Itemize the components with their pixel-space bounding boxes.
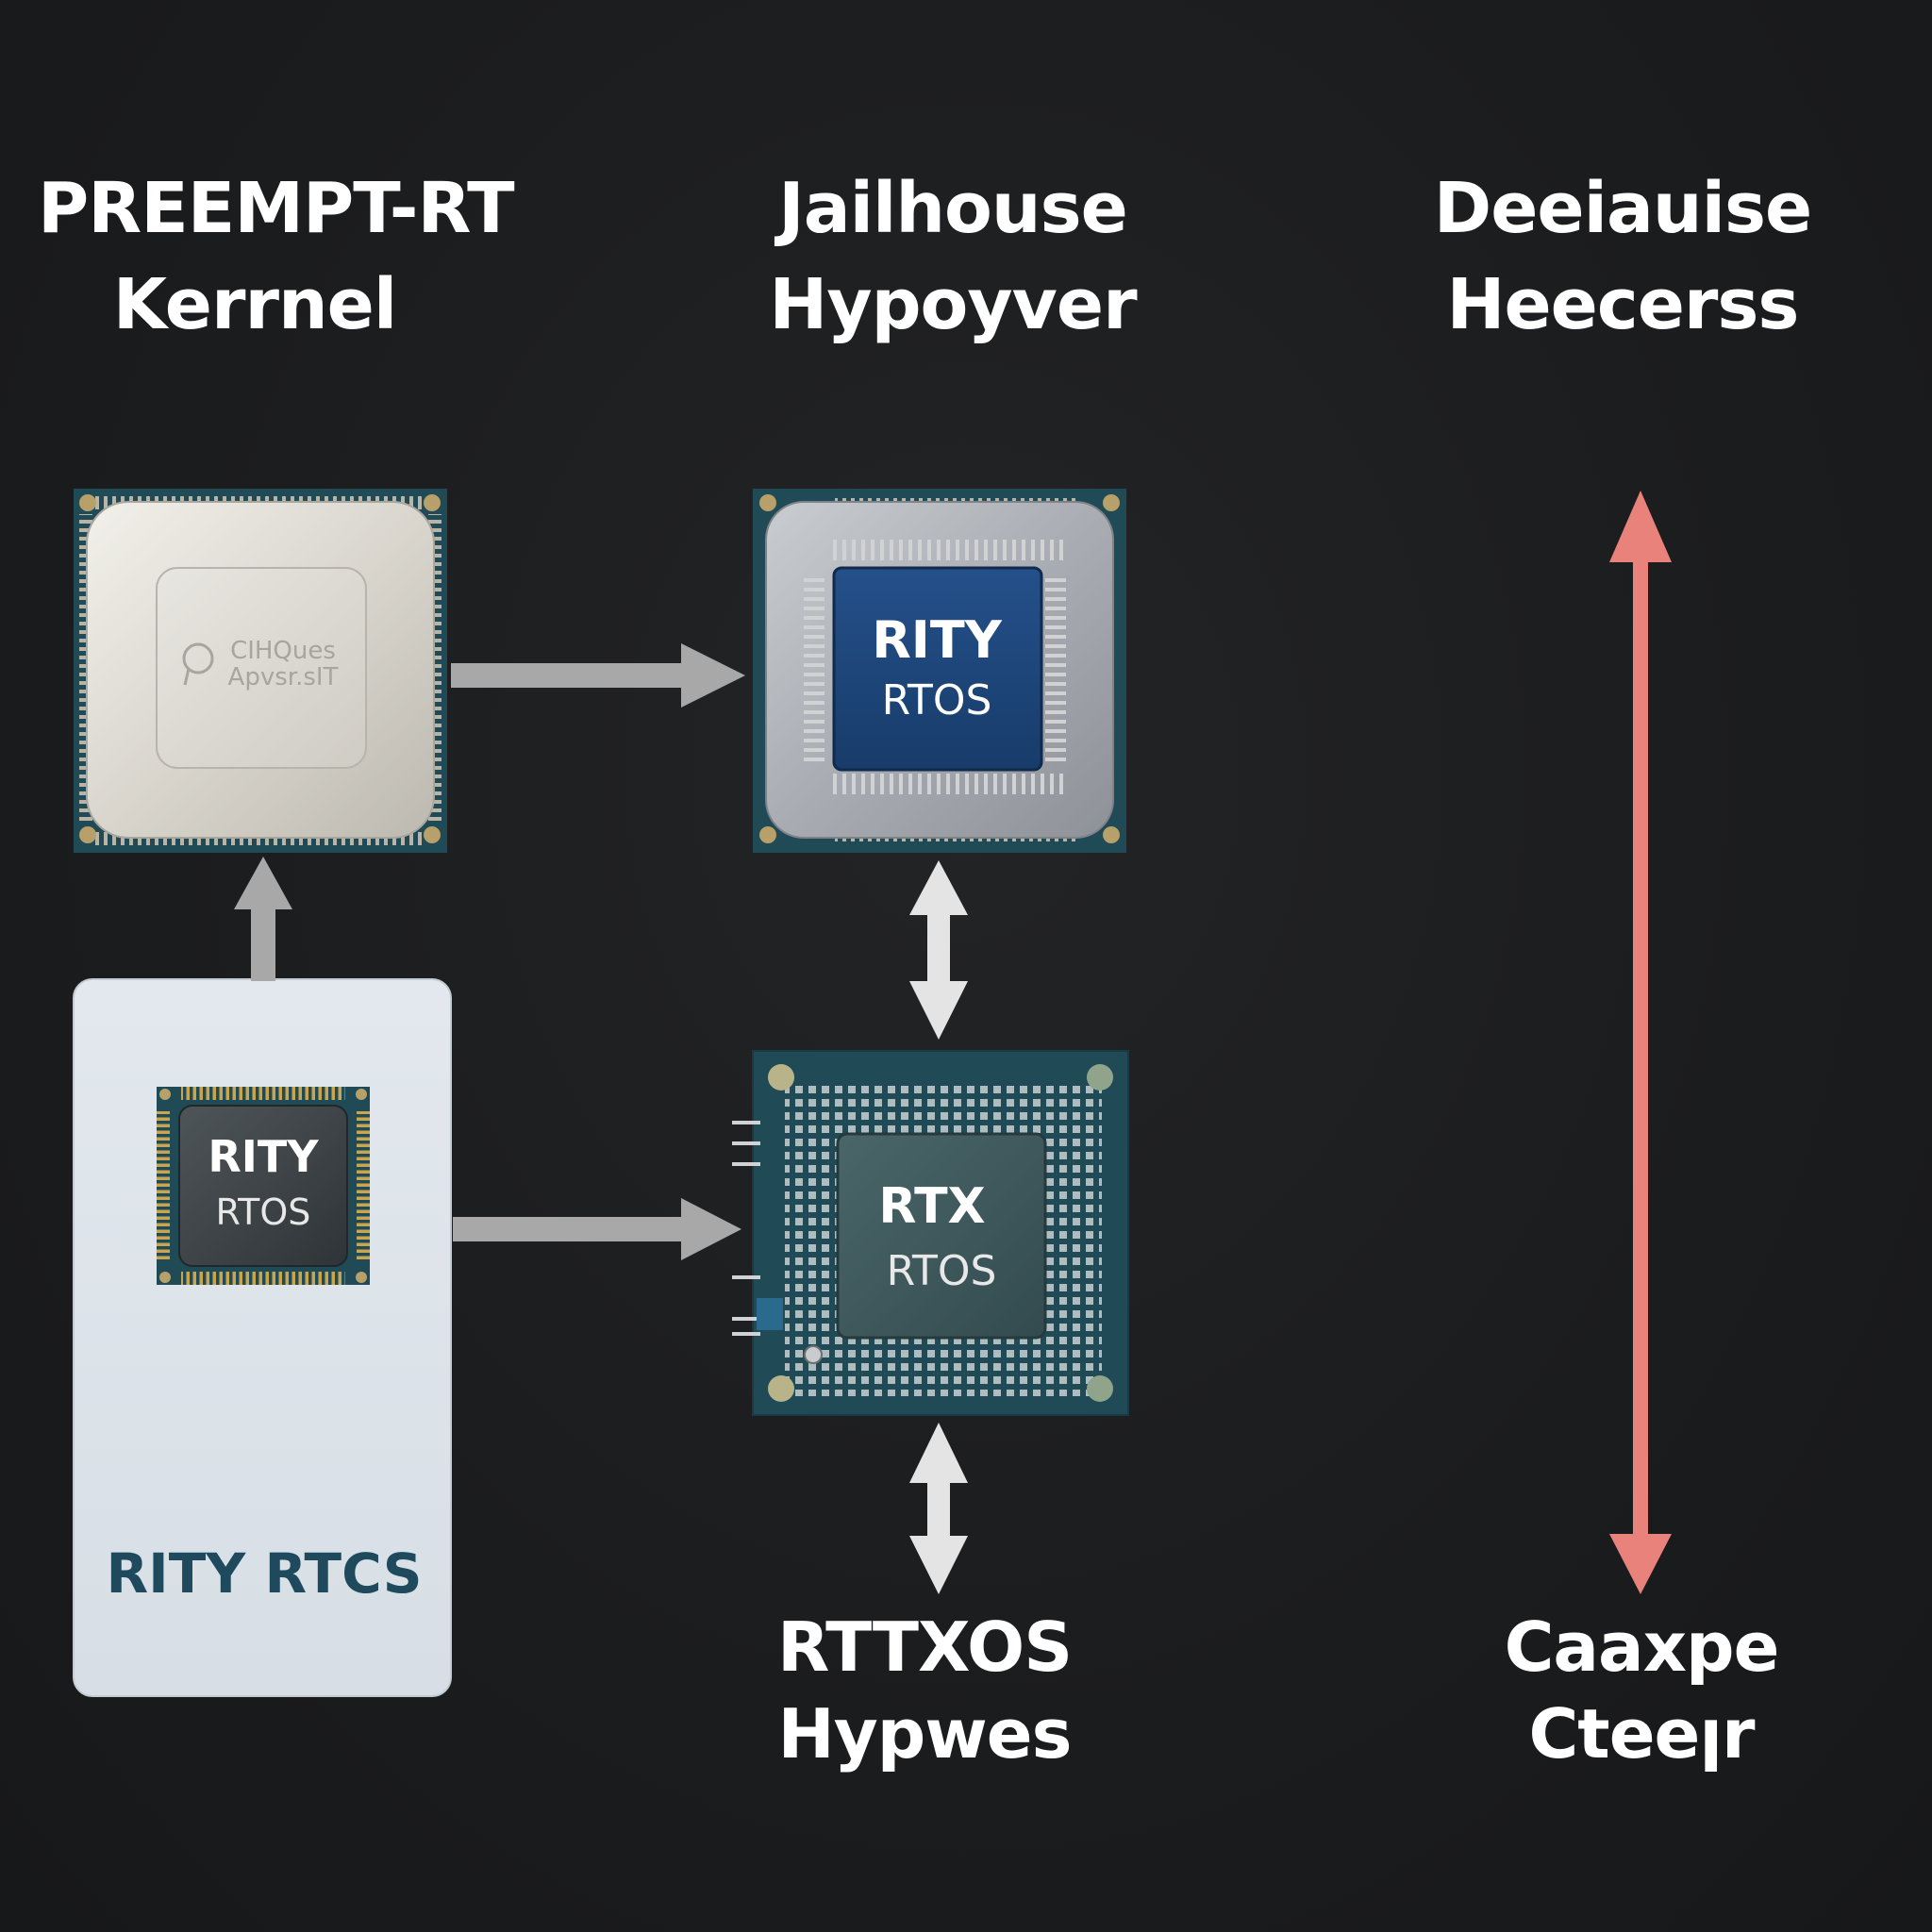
jailhouse-chip-inner-pins-left (804, 575, 824, 764)
rity-card-label: RITY RTCS (106, 1541, 422, 1606)
card-chip-corner-dot (159, 1272, 171, 1283)
heading-jailhouse-line1: Jailhouse (778, 168, 1128, 249)
preempt-chip-engraving-line1: CIHQues (230, 637, 336, 665)
preempt-chip-corner-dot (424, 826, 441, 843)
heading-deeiauise-line1: Deeiauise (1433, 168, 1812, 249)
rtx-chip: RTX RTOS (732, 1050, 1129, 1416)
card-chip-corner-dot (356, 1089, 367, 1100)
rtx-chip-label-line1: RTX (878, 1178, 985, 1235)
preempt-chip-corner-dot (79, 826, 96, 843)
heading-deeiauise-line2: Heecerss (1446, 264, 1800, 345)
rtx-chip-label-line2: RTOS (887, 1247, 997, 1295)
jailhouse-chip-inner-pins-top (830, 540, 1068, 560)
card-chip: RITY RTOS (157, 1087, 370, 1285)
rtx-chip-corner-pad (1087, 1064, 1113, 1091)
card-chip-corner-dot (159, 1089, 171, 1100)
heading-caaxpe-line1: Caaxpe (1504, 1607, 1780, 1687)
preempt-rt-chip: CIHQues Apvsr.sIT (74, 489, 447, 853)
rtx-chip-lead (732, 1141, 760, 1145)
jailhouse-chip-corner-dot (759, 826, 776, 843)
preempt-chip-engraving-line2: Apvsr.sIT (228, 663, 339, 691)
rtx-chip-lead (732, 1275, 760, 1279)
arrow-card-to-rtx (453, 1198, 741, 1260)
heading-jailhouse-hypervisor: Jailhouse Hypoyver (717, 160, 1189, 353)
rtx-chip-corner-pad (768, 1064, 794, 1091)
rtx-chip-screw (804, 1345, 823, 1364)
jailhouse-chip-corner-dot (759, 494, 776, 511)
arrow-jailhouse-rtx-bidirectional (909, 860, 968, 1040)
arrow-card-to-preempt (234, 857, 292, 981)
rity-rtcs-card: RITY RTOS RITY RTCS (73, 978, 452, 1697)
rtx-chip-lead (732, 1162, 760, 1166)
card-chip-label-line2: RTOS (216, 1191, 311, 1233)
heading-preempt-line2: Kerrnel (112, 264, 397, 345)
card-chip-corner-dot (356, 1272, 367, 1283)
rtx-chip-lead (732, 1121, 760, 1124)
rtx-chip-component (757, 1298, 783, 1330)
card-chip-label-line1: RITY (208, 1131, 319, 1182)
rtx-chip-lead (732, 1317, 760, 1321)
rtx-chip-lead (732, 1332, 760, 1336)
heading-rttxos-hypwes: RTTXOS Hypwes (689, 1604, 1160, 1777)
arrow-rtx-rttxos-bidirectional (909, 1423, 968, 1594)
arrow-right-vertical-accent (1609, 491, 1672, 1594)
heading-preempt-line1: PREEMPT-RT (38, 168, 515, 249)
heading-preempt-rt-kernel: PREEMPT-RT Kerrnel (38, 160, 515, 353)
jailhouse-chip-label-line1: RITY (872, 610, 1003, 670)
preempt-chip-logo-icon (182, 642, 214, 686)
heading-caaxpe-line2: Cteeꞁr (1528, 1694, 1755, 1774)
card-chip-pins-bottom (181, 1272, 345, 1285)
heading-deeiauise: Deeiauise Heecerss (1387, 160, 1858, 353)
jailhouse-chip-inner-pins-right (1045, 575, 1066, 764)
rtx-chip-corner-pad (1087, 1375, 1113, 1402)
heading-rttxos-line2: Hypwes (777, 1694, 1073, 1774)
card-chip-pins-top (181, 1087, 345, 1100)
jailhouse-chip-die (832, 566, 1043, 772)
jailhouse-chip-corner-dot (1103, 494, 1120, 511)
jailhouse-chip: RITY RTOS (753, 489, 1126, 853)
preempt-chip-corner-dot (424, 494, 441, 511)
card-chip-pins-left (157, 1111, 170, 1262)
jailhouse-chip-label-line2: RTOS (882, 676, 992, 724)
card-chip-die (178, 1105, 348, 1267)
arrow-preempt-to-jailhouse (451, 643, 745, 708)
rtx-chip-corner-pad (768, 1375, 794, 1402)
jailhouse-chip-inner-pins-bottom (830, 774, 1068, 794)
heading-jailhouse-line2: Hypoyver (769, 264, 1137, 345)
card-chip-pins-right (357, 1111, 370, 1262)
rtx-chip-die (836, 1132, 1047, 1340)
preempt-chip-die (156, 567, 367, 769)
preempt-chip-corner-dot (79, 494, 96, 511)
heading-caaxpe: Caaxpe Cteeꞁr (1406, 1604, 1877, 1777)
jailhouse-chip-corner-dot (1103, 826, 1120, 843)
heading-rttxos-line1: RTTXOS (776, 1607, 1073, 1687)
